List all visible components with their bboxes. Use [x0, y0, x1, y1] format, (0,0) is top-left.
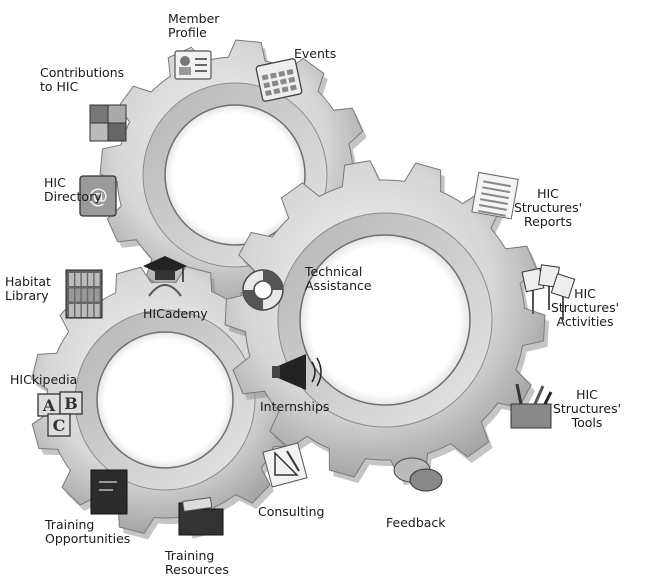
- feature-label-internships[interactable]: Internships: [260, 399, 330, 414]
- svg-text:A: A: [42, 396, 56, 415]
- feature-label-hic-structures-reports[interactable]: HIC Structures' Reports: [513, 186, 583, 229]
- svg-text:@: @: [88, 184, 108, 208]
- feature-label-events[interactable]: Events: [294, 46, 337, 61]
- address-book-icon[interactable]: @: [79, 175, 117, 217]
- feature-label-habitat-library[interactable]: Habitat Library: [5, 274, 51, 303]
- feature-label-hic-directory[interactable]: HIC Directory: [44, 175, 102, 204]
- gears-layer: [31, 39, 549, 540]
- puzzle-icon[interactable]: [89, 104, 127, 142]
- speech-bubbles-icon[interactable]: [393, 457, 443, 492]
- feature-label-member-profile[interactable]: Member Profile: [168, 11, 220, 40]
- feature-label-training-resources[interactable]: Training Resources: [165, 548, 229, 577]
- megaphone-icon[interactable]: [272, 354, 322, 390]
- svg-text:B: B: [64, 394, 78, 413]
- graduation-cap-icon[interactable]: [143, 256, 187, 297]
- feature-label-hic-structures-tools[interactable]: HIC Structures' Tools: [552, 387, 622, 430]
- feature-label-consulting[interactable]: Consulting: [258, 504, 325, 519]
- calendar-icon[interactable]: [255, 58, 303, 102]
- drafting-tools-icon[interactable]: [262, 442, 308, 488]
- svg-text:C: C: [53, 416, 66, 435]
- feature-label-feedback[interactable]: Feedback: [386, 515, 446, 530]
- feature-label-hickipedia[interactable]: HICkipedia: [10, 372, 78, 387]
- profile-card-icon[interactable]: [174, 50, 212, 80]
- chalkboard-icon[interactable]: [90, 469, 128, 515]
- protest-signs-icon[interactable]: [521, 264, 576, 320]
- toolbox-icon[interactable]: [510, 383, 553, 429]
- feature-label-technical-assistance[interactable]: Technical Assistance: [305, 264, 372, 293]
- feature-label-hic-structures-activities[interactable]: HIC Structures' Activities: [550, 286, 620, 329]
- feature-label-training-opportunities[interactable]: Training Opportunities: [45, 517, 131, 546]
- lifebuoy-icon[interactable]: [242, 269, 284, 311]
- right-gear: [224, 160, 549, 486]
- bookshelf-icon[interactable]: [65, 269, 103, 319]
- bottom-gear: [31, 266, 303, 540]
- newspaper-icon[interactable]: [471, 171, 519, 220]
- feature-label-hicademy[interactable]: HICademy: [143, 306, 208, 321]
- folder-icon[interactable]: [178, 496, 224, 536]
- feature-label-contributions[interactable]: Contributions to HIC: [40, 65, 125, 94]
